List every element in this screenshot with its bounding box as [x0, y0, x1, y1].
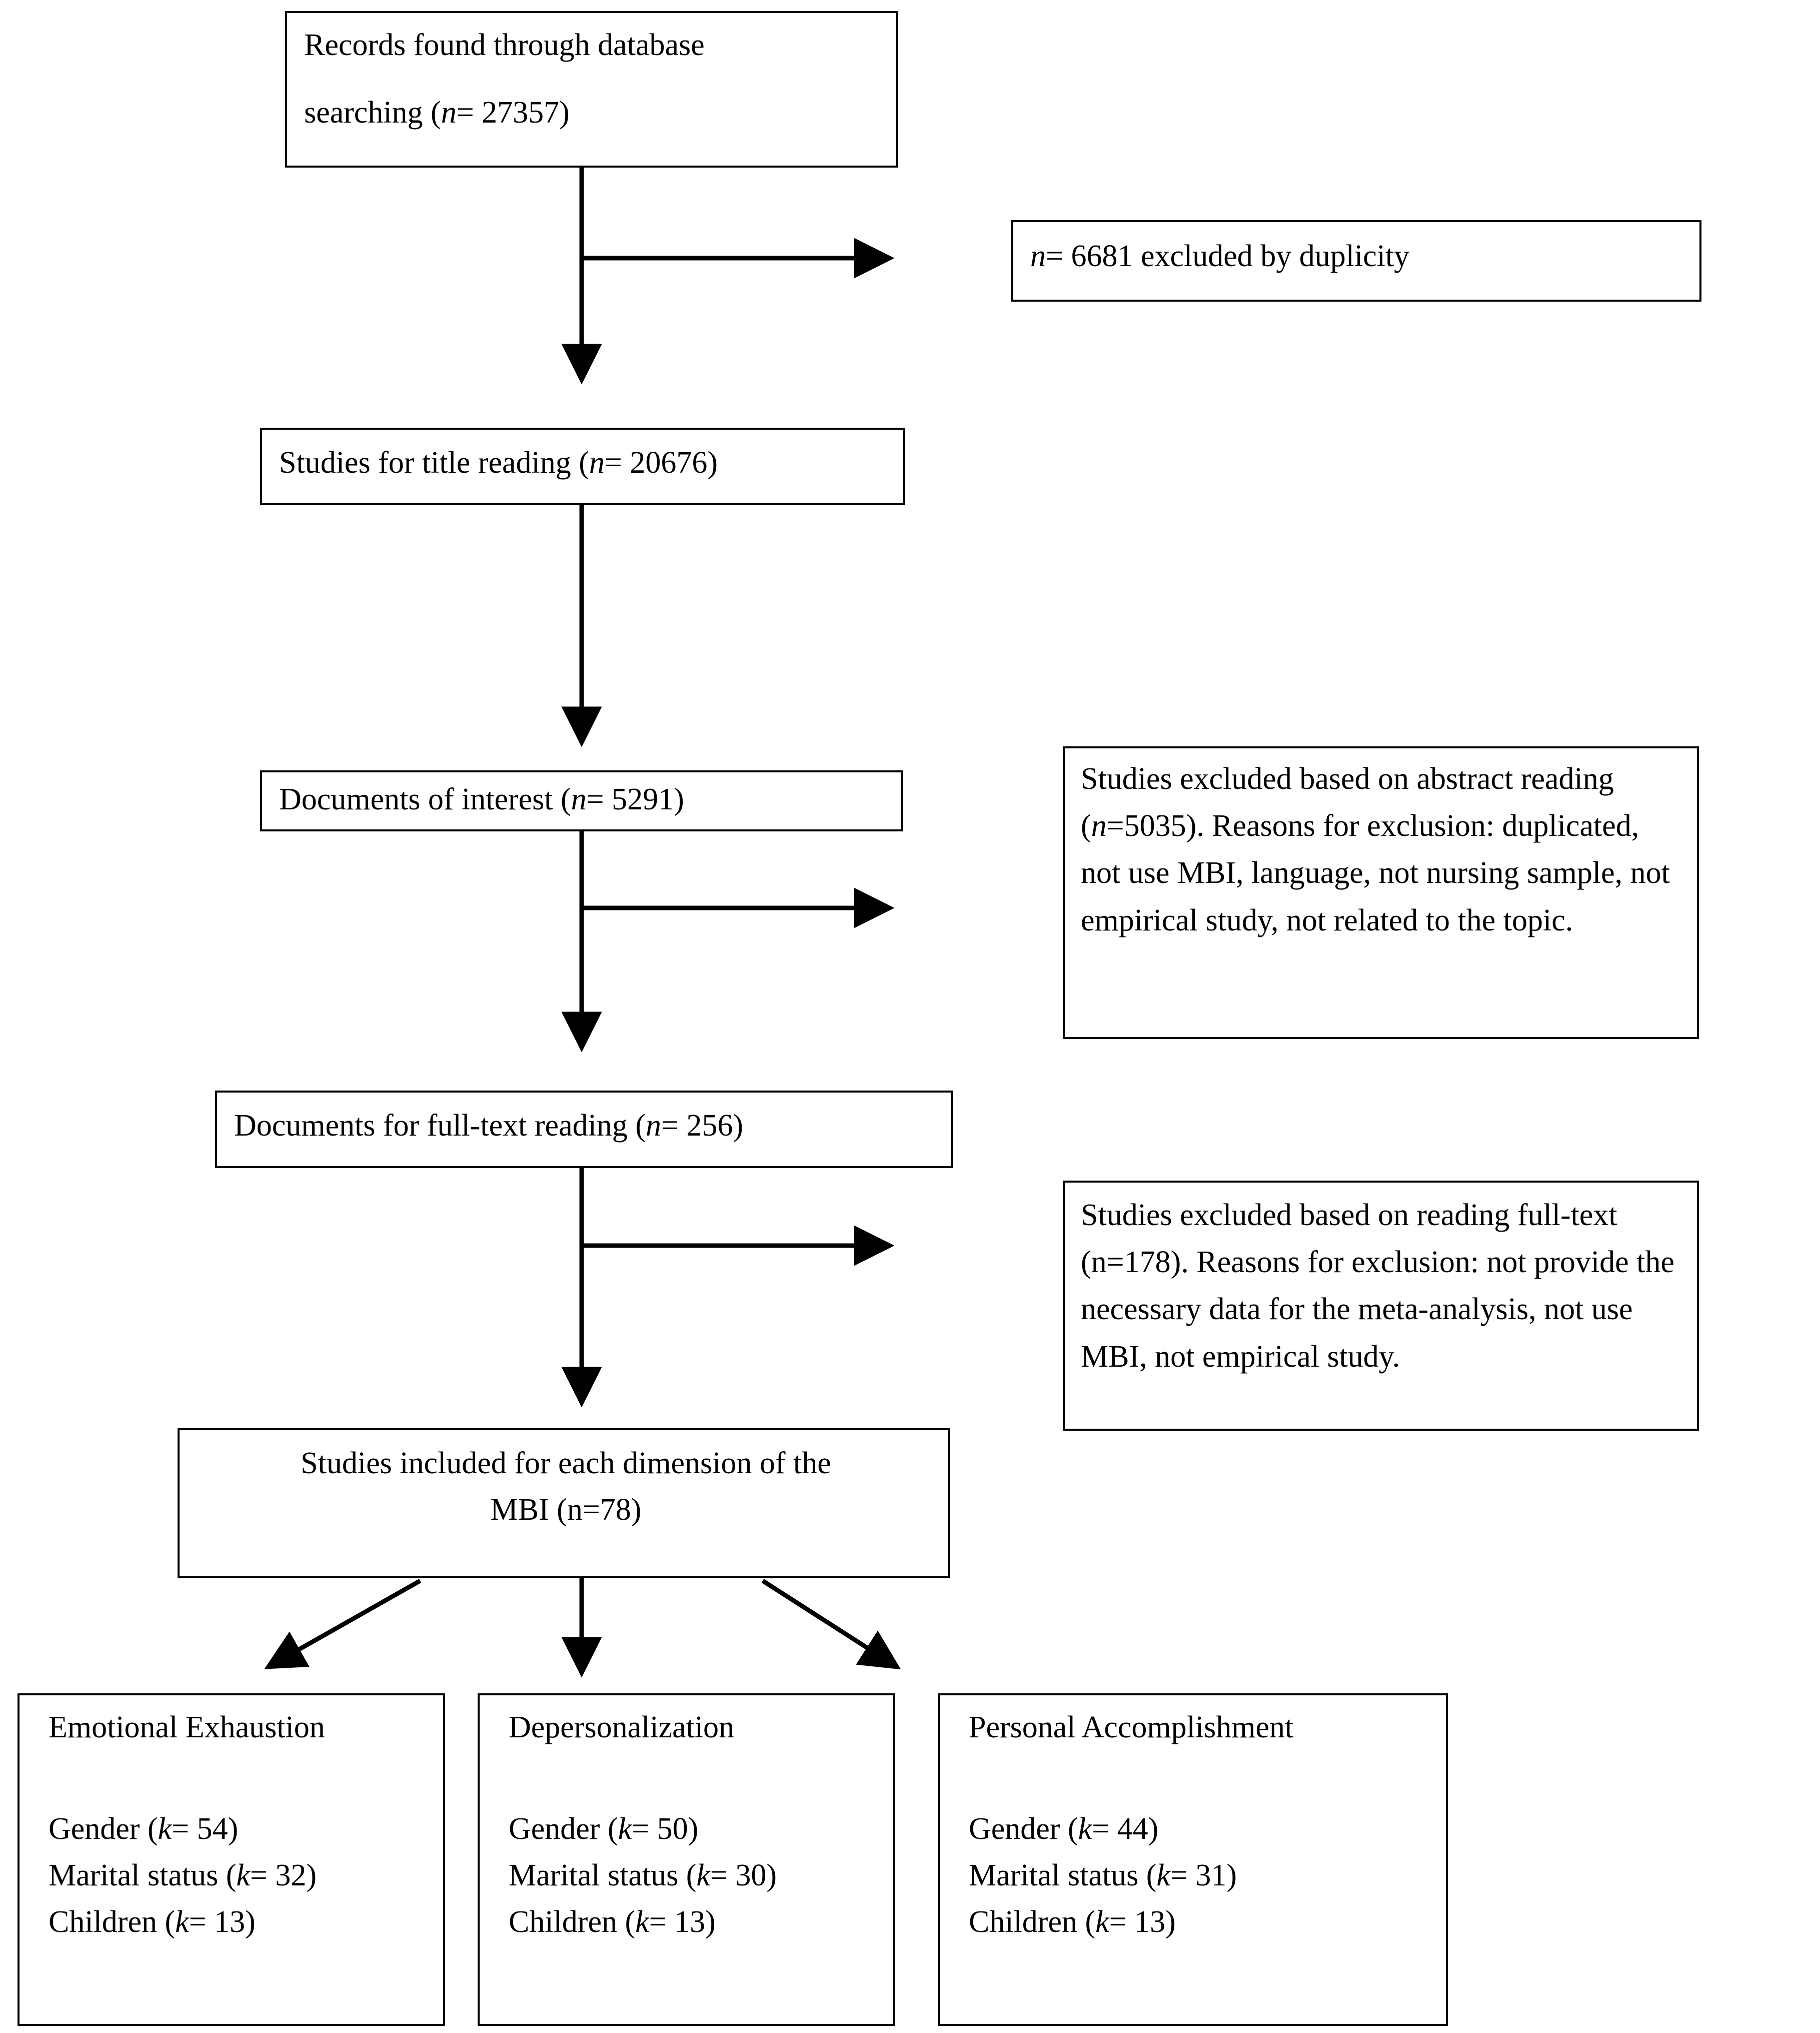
node-title-reading: Studies for title reading (n= 20676): [260, 428, 905, 505]
dimension-row-gender: Gender (k= 50): [509, 1812, 699, 1846]
title-reading-text: Studies for title reading (n= 20676): [279, 446, 718, 480]
dimension-heading: Emotional Exhaustion: [49, 1710, 325, 1744]
excluded-duplicity-text: n= 6681 excluded by duplicity: [1030, 239, 1410, 273]
italic-k: k: [236, 1858, 250, 1892]
dimension-row-children: Children (k= 13): [969, 1905, 1176, 1939]
excluded-abstract-text: Studies excluded based on abstract readi…: [1081, 762, 1670, 937]
italic-n: n: [1030, 239, 1046, 273]
node-excluded-duplicity: n= 6681 excluded by duplicity: [1011, 220, 1701, 302]
fulltext-reading-text: Documents for full-text reading (n= 256): [234, 1109, 744, 1143]
records-found-line1: Records found through database: [304, 28, 705, 62]
italic-k: k: [175, 1905, 189, 1939]
dimension-row-marital-status: Marital status (k= 32): [49, 1858, 317, 1892]
node-records-found: Records found through database searching…: [285, 11, 898, 168]
node-excluded-abstract: Studies excluded based on abstract readi…: [1063, 746, 1699, 1039]
studies-included-line1: Studies included for each dimension of t…: [301, 1446, 831, 1480]
node-fulltext-reading: Documents for full-text reading (n= 256): [215, 1091, 953, 1168]
dimension-row-children: Children (k= 13): [49, 1905, 256, 1939]
italic-n: n: [441, 96, 457, 130]
connector-included-to-personal-accomplishment: [761, 1579, 901, 1670]
italic-n: n: [1091, 809, 1107, 843]
node-documents-interest: Documents of interest (n= 5291): [260, 770, 903, 831]
italic-k: k: [1095, 1905, 1109, 1939]
dimension-row-children: Children (k= 13): [509, 1905, 716, 1939]
node-dimension-emotional-exhaustion: Emotional Exhaustion Gender (k= 54) Mari…: [18, 1693, 445, 2026]
italic-n: n: [589, 446, 605, 480]
italic-k: k: [618, 1812, 632, 1846]
italic-k: k: [158, 1812, 172, 1846]
records-found-line2: searching (n= 27357): [304, 96, 570, 130]
dimension-heading: Depersonalization: [509, 1710, 735, 1744]
dimension-row-gender: Gender (k= 44): [969, 1812, 1159, 1846]
dimension-row-marital-status: Marital status (k= 31): [969, 1858, 1237, 1892]
italic-k: k: [1156, 1858, 1170, 1892]
dimension-row-gender: Gender (k= 54): [49, 1812, 239, 1846]
italic-k: k: [1078, 1812, 1092, 1846]
excluded-fulltext-text: Studies excluded based on reading full-t…: [1081, 1198, 1674, 1374]
italic-k: k: [635, 1905, 649, 1939]
documents-interest-text: Documents of interest (n= 5291): [279, 782, 684, 816]
node-dimension-depersonalization: Depersonalization Gender (k= 50) Marital…: [478, 1693, 895, 2026]
italic-k: k: [696, 1858, 710, 1892]
node-dimension-personal-accomplishment: Personal Accomplishment Gender (k= 44) M…: [938, 1693, 1448, 2026]
studies-included-line2: MBI (n=78): [490, 1493, 642, 1527]
node-excluded-fulltext: Studies excluded based on reading full-t…: [1063, 1181, 1699, 1431]
dimension-row-marital-status: Marital status (k= 30): [509, 1858, 777, 1892]
node-studies-included: Studies included for each dimension of t…: [178, 1428, 950, 1578]
italic-n: n: [645, 1109, 661, 1143]
italic-n: n: [571, 782, 587, 816]
dimension-heading: Personal Accomplishment: [969, 1710, 1294, 1744]
connector-included-to-emotional-exhaustion: [264, 1579, 422, 1669]
